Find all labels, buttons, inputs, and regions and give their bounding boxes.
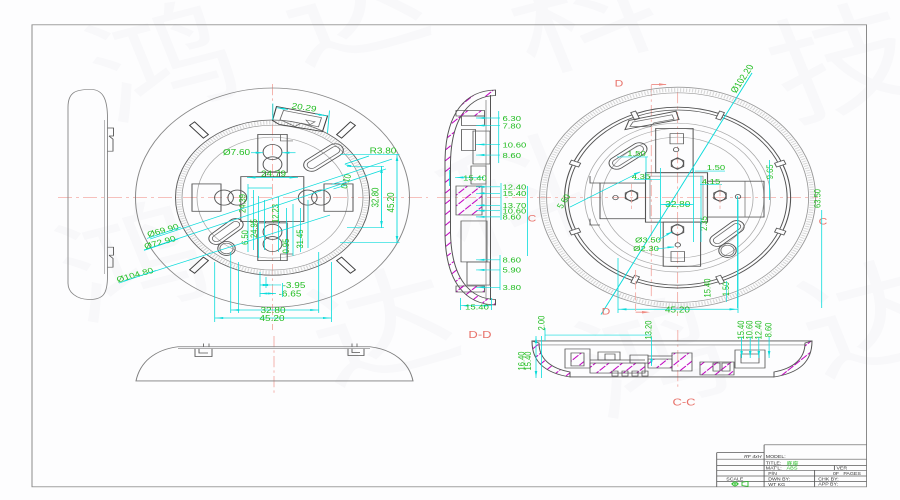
svg-text:0.95: 0.95 [280,238,291,253]
svg-text:7.80: 7.80 [502,121,521,130]
svg-text:0.10: 0.10 [338,173,354,190]
svg-text:6.30: 6.30 [502,114,521,123]
svg-text:TITLE:: TITLE: [766,461,782,465]
svg-text:2.35: 2.35 [698,216,709,231]
svg-text:DWN BY:: DWN BY: [768,477,790,481]
svg-text:D-D: D-D [468,329,491,340]
svg-text:8.60: 8.60 [502,255,521,264]
svg-text:VER: VER [837,466,848,470]
svg-text:-3.95: -3.95 [283,281,306,290]
svg-text:6.50: 6.50 [239,230,250,245]
svg-text:16.40: 16.40 [516,351,527,370]
svg-text:4.35: 4.35 [632,172,651,181]
svg-text:Ø3.50: Ø3.50 [635,235,661,244]
svg-text:12.23: 12.23 [269,204,280,223]
svg-text:8.60: 8.60 [502,151,521,160]
svg-text:10.60: 10.60 [502,206,526,215]
svg-text:C-C: C-C [672,397,696,408]
svg-text:32.80: 32.80 [370,188,381,208]
svg-text:10.60: 10.60 [744,320,755,339]
svg-text:C: C [528,214,537,225]
svg-text:0F PAGES: 0F PAGES [833,472,861,476]
svg-text:45.20: 45.20 [259,314,284,323]
svg-text:MAT'L:: MAT'L: [766,466,782,470]
svg-text:45.20: 45.20 [665,305,690,314]
svg-text:13.70: 13.70 [502,201,526,210]
svg-text:12.40: 12.40 [752,320,763,339]
svg-text:-6.65: -6.65 [279,289,302,298]
svg-text:32.80: 32.80 [260,306,285,315]
svg-text:D: D [615,79,624,90]
svg-text:CHK BY:: CHK BY: [818,477,838,481]
svg-text:8.60: 8.60 [502,213,521,222]
svg-text:10.60: 10.60 [502,140,526,149]
svg-text:15.40: 15.40 [702,278,713,297]
svg-text:13.20: 13.20 [643,320,654,339]
svg-text:12.40: 12.40 [502,183,526,192]
svg-text:45.20: 45.20 [385,192,396,212]
svg-text:5.90: 5.90 [502,266,521,275]
svg-text:Ø7.60: Ø7.60 [223,148,250,157]
svg-text:R3.80: R3.80 [370,146,397,155]
svg-text:15.40: 15.40 [463,173,487,182]
svg-text:24.95: 24.95 [248,219,259,238]
svg-text:SCALE: SCALE [726,477,743,481]
svg-text:15.40: 15.40 [465,302,489,311]
svg-text:24.79: 24.79 [261,169,286,178]
svg-text:D: D [602,307,611,318]
svg-text:APP BY:: APP BY: [818,482,838,486]
svg-text:2.00: 2.00 [536,315,547,330]
svg-text:ABS: ABS [787,466,799,471]
svg-text:15.40: 15.40 [735,320,746,339]
svg-text:15.40: 15.40 [522,351,533,370]
svg-text:15.40: 15.40 [502,189,526,198]
svg-text:1.50: 1.50 [627,149,646,158]
svg-text:Ø2.30: Ø2.30 [633,244,659,253]
svg-text:P/N: P/N [768,472,777,476]
svg-text:20.29: 20.29 [291,101,318,113]
svg-text:63.50: 63.50 [812,189,823,208]
svg-text:8.60: 8.60 [763,322,774,337]
svg-text:C: C [819,217,828,228]
svg-text:4.15: 4.15 [702,177,721,186]
svg-text:底座: 底座 [787,460,800,467]
svg-text:3.80: 3.80 [502,283,521,292]
svg-text:RF 4xH: RF 4xH [744,455,762,459]
svg-text:1.50: 1.50 [707,163,726,172]
svg-text:MODEL:: MODEL: [766,455,786,459]
svg-text:31.45: 31.45 [294,229,305,248]
svg-text:WT KG: WT KG [768,482,785,486]
svg-text:24.39: 24.39 [237,194,248,213]
